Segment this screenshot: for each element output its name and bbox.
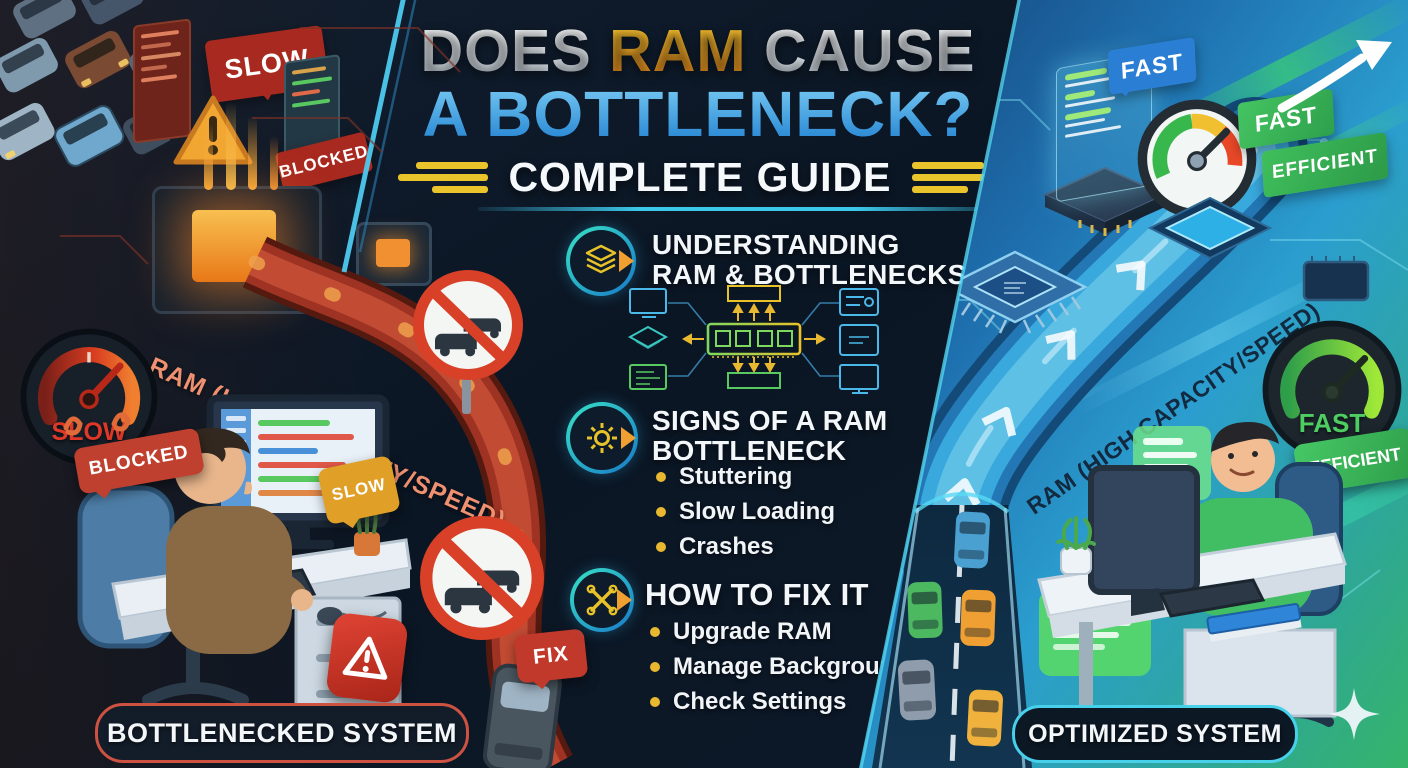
subtitle-row: COMPLETE GUIDE — [398, 154, 1002, 201]
heat-flame — [204, 124, 213, 190]
title-word-cause: CAUSE — [763, 18, 976, 84]
frustration-squiggles — [63, 412, 131, 436]
heat-flame — [270, 136, 278, 190]
optimized-system-banner: OPTIMIZED SYSTEM — [1012, 705, 1298, 763]
section-signs-icon-circle — [566, 402, 638, 474]
bullet-dot — [650, 697, 660, 707]
bullet-dot — [650, 627, 660, 637]
small-chip — [1302, 256, 1370, 302]
section-fix-icon-circle — [570, 568, 634, 632]
title-word-does: DOES — [420, 18, 592, 84]
title-underline — [478, 207, 1018, 211]
fast-tag-tail — [1117, 85, 1135, 106]
section-arrow-icon — [619, 250, 645, 272]
gear-icon — [587, 423, 617, 453]
section-understanding-icon-circle — [566, 226, 636, 296]
bullet-item: Stuttering — [656, 463, 835, 491]
bullet-item: Check Settings — [650, 688, 975, 716]
sign-post — [462, 372, 471, 414]
bottlenecked-user-desk — [77, 394, 412, 726]
bullet-item: Crashes — [656, 533, 835, 561]
section-signs-title: SIGNS OF A RAM BOTTLENECK — [652, 405, 888, 467]
bullet-dot — [656, 507, 666, 517]
bullet-item: Slow Loading — [656, 498, 835, 526]
layers-icon — [585, 244, 617, 274]
title-line-2: A BOTTLENECK? — [398, 80, 998, 148]
optimized-user-desk — [1037, 422, 1347, 727]
title-line-1: DOES RAM CAUSE — [398, 22, 998, 81]
no-cars-sign-icon — [413, 270, 523, 380]
subtitle-text: COMPLETE GUIDE — [508, 154, 892, 201]
section-arrow-icon — [621, 427, 647, 449]
tools-icon — [586, 584, 618, 616]
section-signs-bullets: Stuttering Slow Loading Crashes — [656, 463, 835, 568]
heat-flame — [248, 116, 257, 190]
title-word-ram: RAM — [609, 18, 747, 84]
memory-chip-bright — [1147, 196, 1273, 260]
title-block: DOES RAM CAUSE A BOTTLENECK? COMPLETE GU… — [398, 22, 1002, 201]
section-arrow-icon — [617, 589, 643, 611]
bullet-dot — [650, 662, 660, 672]
bullet-dot — [656, 542, 666, 552]
exclamation-triangle-icon — [342, 636, 388, 680]
ram-hub-diagram — [627, 285, 879, 394]
fix-bubble: FIX — [513, 628, 589, 684]
holo-chip-base — [1042, 166, 1168, 236]
heat-flame — [226, 102, 236, 190]
section-fix-title: HOW TO FIX IT — [645, 577, 869, 612]
bullet-item: Upgrade RAM — [650, 618, 975, 646]
fast-gauge-label: FAST — [1298, 408, 1366, 438]
no-cars-sign-icon — [420, 516, 544, 640]
sparkle-icon — [1328, 688, 1380, 740]
bullet-dot — [656, 472, 666, 482]
fast-speedometer-icon — [1262, 320, 1402, 460]
bottlenecked-system-banner: BOTTLENECKED SYSTEM — [95, 703, 469, 763]
speed-lines-left — [398, 157, 488, 198]
error-warning-card — [325, 611, 409, 705]
